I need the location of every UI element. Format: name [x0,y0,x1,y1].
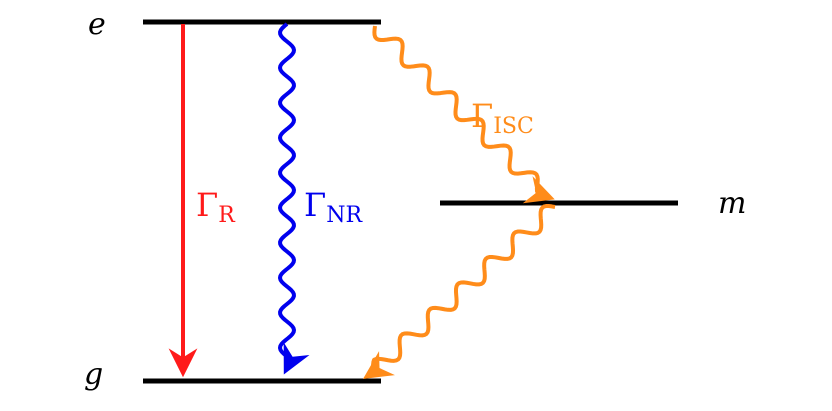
nonradiative-rate-subscript: NR [326,203,363,228]
radiative-rate-symbol: Γ [196,186,218,224]
nonradiative-decay-arrow [278,22,310,375]
metastable-to-ground-arrow [362,204,556,379]
excited-level-label: e [88,7,106,42]
isc-rate-subscript: ISC [493,114,534,139]
radiative-rate-label: ΓR [196,186,236,228]
isc-rate-symbol: Γ [471,97,493,135]
nonradiative-rate-symbol: Γ [304,186,326,224]
isc-excited-to-metastable-arrow [372,25,555,204]
metastable-level-label: m [718,186,746,221]
nonradiative-rate-label: ΓNR [304,186,363,228]
radiative-rate-subscript: R [218,203,236,228]
isc-rate-label: ΓISC [471,97,534,139]
ground-level-label: g [84,357,103,392]
